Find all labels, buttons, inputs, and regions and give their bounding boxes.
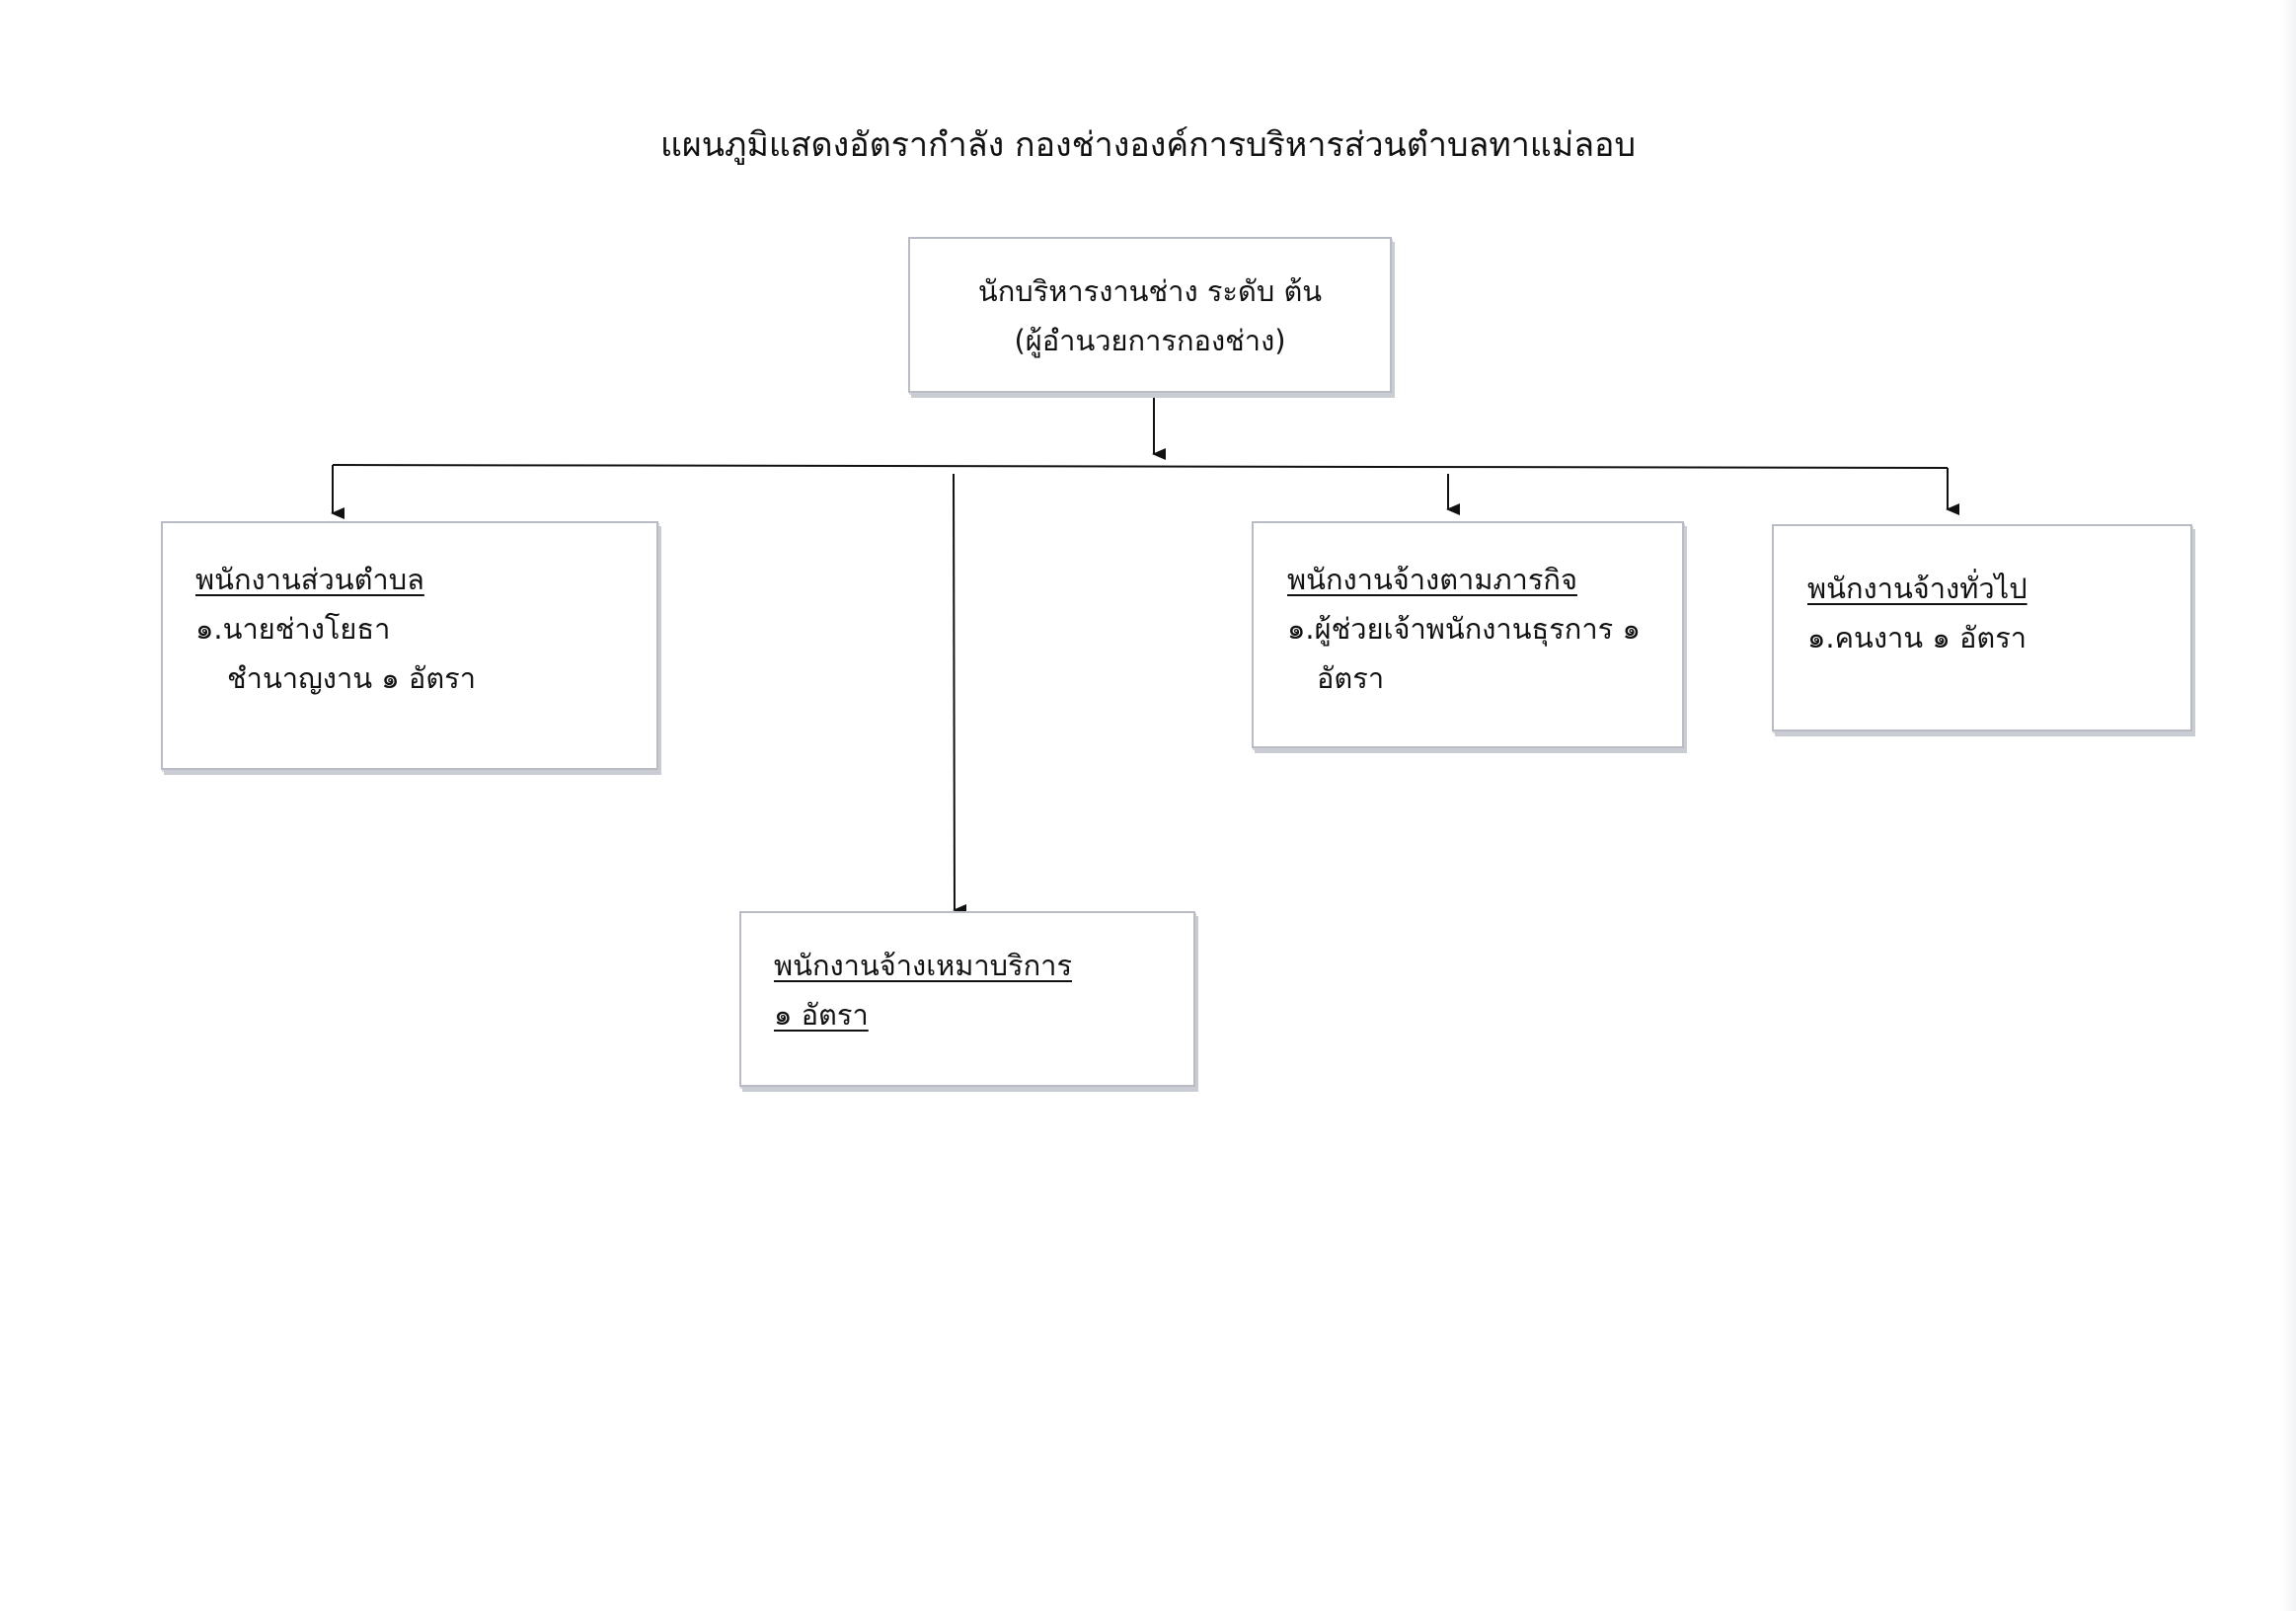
mission-employee-box: พนักงานจ้างตามภารกิจ ๑.ผู้ช่วยเจ้าพนักงา… (1252, 521, 1684, 748)
director-title: (ผู้อำนวยการกองช่าง) (1014, 324, 1286, 357)
general-employee-box: พนักงานจ้างทั่วไป ๑.คนงาน ๑ อัตรา (1772, 524, 2192, 731)
mission-employee-heading: พนักงานจ้างตามภารกิจ (1287, 563, 1577, 596)
subdistrict-staff-item-detail: ชำนาญงาน ๑ อัตรา (227, 661, 477, 695)
director-box: นักบริหารงานช่าง ระดับ ต้น (ผู้อำนวยการก… (908, 237, 1392, 393)
scan-edge-shadow (2280, 0, 2296, 1611)
general-employee-item: ๑.คนงาน ๑ อัตรา (1807, 621, 2028, 654)
general-employee-heading: พนักงานจ้างทั่วไป (1807, 572, 2028, 605)
service-contract-rate: ๑ อัตรา (774, 998, 869, 1032)
subdistrict-staff-heading: พนักงานส่วนตำบล (195, 563, 424, 596)
arrow-to-service-box (953, 473, 967, 916)
subdistrict-staff-item: ๑.นายช่างโยธา (195, 612, 391, 646)
director-position: นักบริหารงานช่าง ระดับ ต้น (977, 274, 1323, 308)
chart-title: แผนภูมิแสดงอัตรากำลัง กองช่างองค์การบริห… (659, 125, 1637, 165)
mission-employee-item: ๑.ผู้ช่วยเจ้าพนักงานธุรการ ๑ (1287, 612, 1641, 646)
service-contract-heading: พนักงานจ้างเหมาบริการ (774, 949, 1073, 982)
horizontal-bus-line (332, 464, 1949, 469)
subdistrict-staff-box: พนักงานส่วนตำบล ๑.นายช่างโยธา ชำนาญงาน ๑… (161, 521, 658, 770)
service-contract-box: พนักงานจ้างเหมาบริการ ๑ อัตรา (739, 911, 1195, 1087)
mission-employee-item-rate: อัตรา (1317, 661, 1385, 695)
